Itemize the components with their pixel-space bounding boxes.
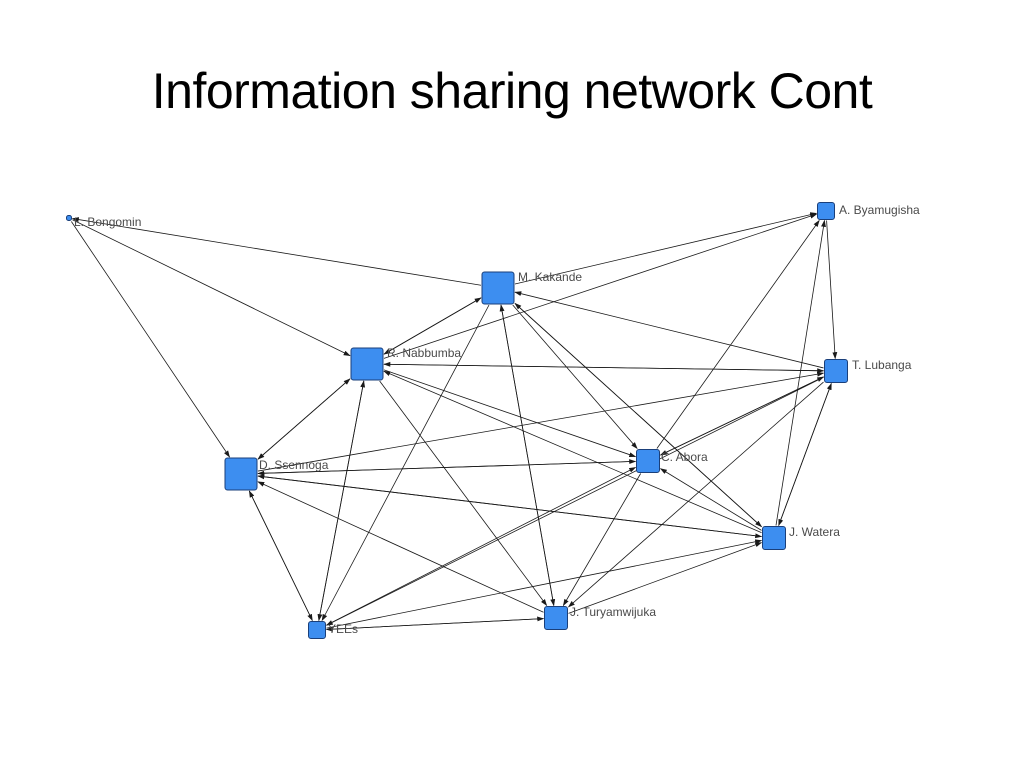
node-abora[interactable]: C. Abora: [636, 449, 709, 473]
node-watera[interactable]: J. Watera: [762, 525, 841, 550]
edge-lubanga-to-turyamwijuka: [567, 381, 824, 608]
node-yees[interactable]: YEEs: [308, 621, 359, 639]
edge-abora-to-ssennoga: [257, 460, 636, 476]
edge-kakande-to-abora: [512, 304, 638, 450]
node-label: A. Byamugisha: [839, 203, 920, 217]
edge-nabbumba-to-yees: [317, 380, 365, 622]
node-label: M. Kakande: [518, 270, 582, 284]
edge-abora-to-turyamwijuka: [562, 473, 642, 607]
node-square[interactable]: [636, 449, 660, 473]
node-ssennoga[interactable]: D. Ssennoga: [224, 457, 329, 491]
edge-turyamwijuka-to-ssennoga: [257, 481, 544, 613]
node-square[interactable]: [544, 606, 568, 630]
edge-watera-to-lubanga: [778, 382, 832, 526]
node-label: J. Turyamwijuka: [570, 605, 656, 619]
node-label: R. Nabbumba: [387, 346, 461, 360]
edge-turyamwijuka-to-kakande: [499, 304, 555, 606]
edge-watera-to-kakande: [514, 302, 762, 527]
edge-kakande-to-byamugisha: [514, 212, 818, 285]
edge-nabbumba-to-byamugisha: [383, 213, 818, 359]
edge-turyamwijuka-to-watera: [568, 542, 763, 614]
edge-kakande-to-yees: [321, 304, 490, 622]
node-nabbumba[interactable]: R. Nabbumba: [350, 346, 461, 381]
edge-turyamwijuka-to-yees: [325, 618, 544, 632]
edge-ssennoga-to-lubanga: [257, 371, 825, 472]
edge-yees-to-abora: [326, 467, 637, 626]
edge-byamugisha-to-lubanga: [826, 220, 838, 360]
node-label: YEEs: [328, 622, 358, 636]
node-lubanga[interactable]: T. Lubanga: [824, 358, 912, 383]
node-square[interactable]: [817, 202, 835, 220]
edge-abora-to-byamugisha: [656, 219, 820, 449]
node-square[interactable]: [762, 526, 786, 550]
node-square[interactable]: [481, 271, 515, 305]
edge-nabbumba-to-ssennoga: [257, 378, 351, 460]
edge-abora-to-lubanga: [660, 376, 825, 456]
edge-nabbumba-to-abora: [383, 369, 637, 458]
node-label: C. Abora: [661, 450, 708, 464]
node-square[interactable]: [350, 347, 384, 381]
node-label: L. Bongomin: [74, 215, 141, 229]
edge-bongomin-to-ssennoga: [71, 221, 230, 458]
node-turyamwijuka[interactable]: J. Turyamwijuka: [544, 605, 657, 630]
edge-nabbumba-to-kakande: [383, 297, 482, 355]
node-square[interactable]: [224, 457, 258, 491]
node-square[interactable]: [308, 621, 326, 639]
node-label: T. Lubanga: [852, 358, 912, 372]
node-bongomin[interactable]: L. Bongomin: [66, 215, 142, 229]
node-label: J. Watera: [789, 525, 840, 539]
node-square[interactable]: [66, 215, 72, 221]
node-kakande[interactable]: M. Kakande: [481, 270, 582, 305]
edge-bongomin-to-nabbumba: [72, 219, 351, 357]
slide-title: Information sharing network Cont: [151, 63, 873, 119]
edge-kakande-to-bongomin: [71, 217, 482, 286]
edges-layer: [71, 212, 838, 632]
edge-lubanga-to-kakande: [514, 291, 824, 369]
edge-nabbumba-to-lubanga: [383, 363, 825, 374]
edge-yees-to-watera: [326, 539, 763, 629]
edge-yees-to-ssennoga: [248, 490, 313, 621]
node-square[interactable]: [824, 359, 848, 383]
edge-lubanga-to-yees: [325, 376, 824, 626]
edge-nabbumba-to-turyamwijuka: [379, 380, 548, 607]
edge-watera-to-nabbumba: [383, 370, 762, 534]
edge-ssennoga-to-watera: [257, 475, 763, 539]
node-label: D. Ssennoga: [259, 458, 329, 472]
node-byamugisha[interactable]: A. Byamugisha: [817, 202, 921, 220]
edge-watera-to-abora: [659, 468, 762, 531]
edge-watera-to-byamugisha: [775, 219, 826, 526]
nodes-layer: L. Bongomin A. Byamugisha M. Kakande R. Nab…: [66, 202, 921, 639]
